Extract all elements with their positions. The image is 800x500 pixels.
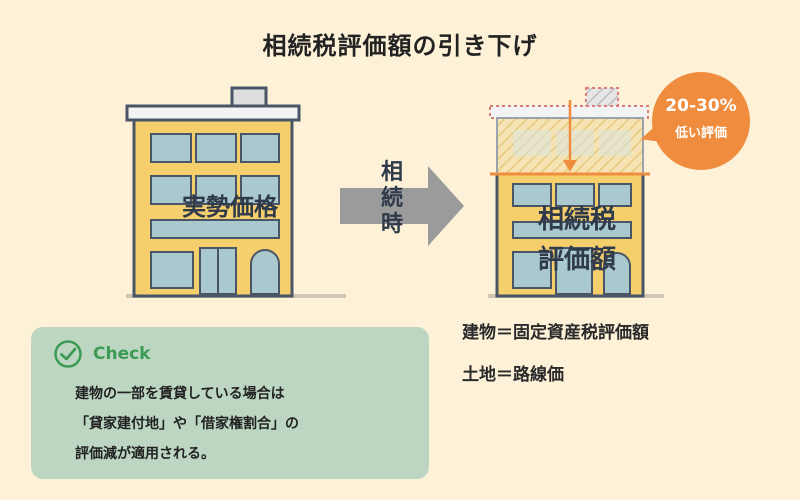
check-panel: Check 建物の一部を賃貸している場合は 「貸家建付地」や「借家権割合」の 評…	[31, 327, 429, 479]
check-circle-icon	[54, 340, 82, 368]
left-window-band	[150, 219, 280, 239]
left-window	[150, 133, 192, 163]
left-window	[240, 175, 280, 205]
left-window	[195, 175, 237, 205]
check-line: 「貸家建付地」や「借家権割合」の	[75, 416, 299, 432]
right-windows	[512, 183, 632, 295]
formula-building: 建物＝固定資産税評価額	[462, 323, 649, 343]
arrow-label-char: 続	[380, 186, 403, 211]
left-windows	[150, 133, 280, 295]
right-window-band	[512, 221, 632, 239]
right-window	[555, 183, 595, 207]
arrow-label-char: 時	[380, 212, 403, 237]
left-window	[240, 133, 280, 163]
left-arch-window	[250, 249, 280, 295]
badge-percent: 20-30%	[665, 96, 737, 116]
right-arch-window	[603, 252, 631, 295]
right-window	[512, 183, 552, 207]
left-roof	[125, 104, 301, 122]
arrow-label: 相 続 時	[372, 160, 412, 238]
left-window	[195, 133, 237, 163]
formula-list: 建物＝固定資産税評価額 土地＝路線価	[462, 312, 649, 396]
check-title: Check	[93, 344, 151, 364]
right-label-line2: 評価額	[537, 245, 616, 275]
arrow-label-char: 相	[380, 160, 403, 185]
right-window-shop	[512, 251, 552, 289]
left-window-shop	[150, 251, 194, 289]
right-building-label: 相続税 評価額	[512, 200, 642, 280]
right-chimney-hatched	[585, 87, 619, 109]
check-line: 建物の一部を賃貸している場合は	[75, 386, 285, 402]
left-window	[150, 175, 192, 205]
right-building	[488, 87, 664, 298]
check-header: Check	[53, 339, 151, 369]
check-text: 建物の一部を賃貸している場合は 「貸家建付地」や「借家権割合」の 評価減が適用さ…	[75, 379, 415, 469]
formula-land: 土地＝路線価	[462, 365, 564, 385]
left-building	[125, 86, 346, 298]
right-window	[598, 183, 632, 207]
reduction-badge: 20-30% 低い評価	[652, 72, 750, 170]
down-arrow-head	[563, 160, 577, 172]
right-door	[555, 247, 593, 295]
left-building-label: 実勢価格	[182, 193, 278, 221]
right-arrow	[340, 166, 464, 246]
page-title: 相続税評価額の引き下げ	[262, 32, 538, 60]
badge-text: 低い評価	[674, 126, 727, 141]
right-label-line1: 相続税	[537, 205, 616, 235]
check-line: 評価減が適用される。	[75, 446, 215, 462]
